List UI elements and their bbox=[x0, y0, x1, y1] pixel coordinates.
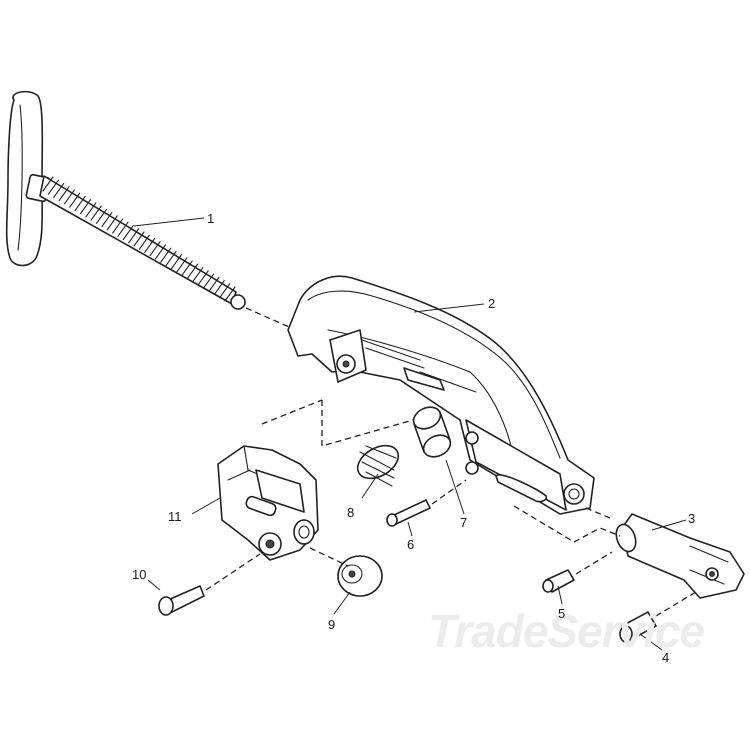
screw-thread bbox=[144, 237, 156, 254]
screw-thread bbox=[192, 267, 204, 283]
callout-11: 11 bbox=[168, 509, 182, 524]
callout-3: 3 bbox=[688, 511, 696, 526]
screw-thread bbox=[42, 176, 54, 192]
screw-thread bbox=[160, 247, 172, 263]
leader-lines bbox=[133, 217, 687, 651]
assembly-line-3b bbox=[585, 507, 611, 519]
assembly-line-4 bbox=[655, 591, 697, 617]
screw-thread bbox=[58, 186, 70, 202]
screw-thread bbox=[181, 260, 193, 276]
screw-thread bbox=[224, 286, 236, 302]
part-2-frame bbox=[287, 275, 595, 515]
screw-thread bbox=[90, 205, 102, 221]
screw-thread bbox=[208, 276, 220, 292]
assembly-line-5 bbox=[575, 551, 613, 575]
callout-2: 2 bbox=[488, 296, 496, 311]
screw-thread bbox=[63, 189, 75, 205]
screw-thread bbox=[138, 234, 150, 250]
screw-thread bbox=[154, 244, 166, 260]
screw-thread bbox=[101, 212, 113, 228]
screw-thread bbox=[213, 279, 225, 296]
screw-thread bbox=[219, 283, 231, 299]
part-3-yoke bbox=[615, 513, 745, 599]
screw-thread bbox=[170, 254, 183, 270]
screw-thread bbox=[203, 273, 215, 289]
callout-7: 7 bbox=[460, 515, 468, 530]
screw-thread bbox=[197, 270, 209, 286]
screw-thread bbox=[53, 182, 65, 199]
callout-10: 10 bbox=[132, 567, 147, 582]
part-10-axle-pin bbox=[158, 585, 205, 616]
screw-thread bbox=[133, 231, 145, 247]
callout-6: 6 bbox=[407, 537, 415, 552]
screw-thread bbox=[176, 257, 188, 273]
callout-8: 8 bbox=[347, 505, 355, 520]
assembly-line-3 bbox=[513, 505, 621, 543]
part-9-cutter-wheel bbox=[337, 555, 383, 597]
screw-thread bbox=[47, 179, 59, 195]
screw-thread bbox=[117, 221, 129, 237]
part-11-carriage bbox=[217, 445, 319, 561]
callout-1: 1 bbox=[207, 211, 215, 226]
screw-thread bbox=[106, 215, 118, 231]
screw-thread bbox=[186, 263, 199, 279]
assembly-line-6 bbox=[431, 479, 467, 505]
screw-thread bbox=[165, 250, 177, 266]
assembly-line-10 bbox=[205, 553, 261, 591]
screw-thread bbox=[74, 195, 86, 211]
screw-thread bbox=[128, 228, 140, 244]
assembly-line-frame-carriage-2 bbox=[261, 399, 323, 425]
screw-thread bbox=[95, 208, 108, 224]
part-5-set-screw bbox=[542, 569, 575, 593]
part-7-roller bbox=[412, 406, 452, 458]
screw-thread bbox=[85, 202, 97, 218]
screw-thread bbox=[149, 241, 161, 257]
screw-thread bbox=[122, 224, 134, 241]
screw-thread bbox=[112, 218, 124, 234]
assembly-line-1-2 bbox=[245, 307, 297, 331]
callout-9: 9 bbox=[328, 617, 336, 632]
assembly-line-9 bbox=[309, 547, 349, 567]
watermark: TradeService bbox=[428, 605, 705, 657]
part-6-pin bbox=[386, 499, 431, 527]
screw-thread bbox=[79, 199, 92, 215]
part-1-feed-screw bbox=[5, 90, 246, 310]
part-8-roller bbox=[356, 444, 400, 487]
assembly-line-frame-carriage bbox=[321, 400, 421, 447]
screw-thread bbox=[69, 192, 81, 208]
callout-5: 5 bbox=[558, 606, 566, 621]
part-4-set-screw bbox=[619, 611, 657, 643]
callout-4: 4 bbox=[662, 650, 670, 665]
